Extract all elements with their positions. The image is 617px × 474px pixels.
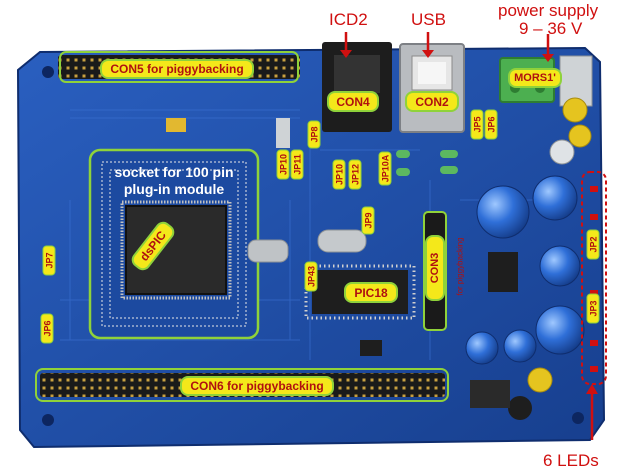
- con3-label: CON3: [425, 235, 445, 301]
- jumper-label-jp10: JP10: [276, 149, 290, 180]
- usb-connector: [399, 43, 465, 133]
- voltage-annotation: 9 – 36 V: [519, 19, 583, 38]
- con2-label: CON2: [405, 91, 459, 112]
- pic18-label: PIC18: [344, 282, 398, 303]
- power-supply-annotation: power supply: [498, 1, 599, 20]
- jumper-label-jp10a: JP10A: [378, 151, 392, 186]
- con5-label: CON5 for piggybacking: [100, 59, 254, 79]
- jumper-label-jp6: JP6: [484, 109, 498, 140]
- jumper-label-jp6b: JP6: [40, 313, 54, 344]
- leds-annotation: 6 LEDs: [543, 451, 599, 470]
- icd2-connector: [322, 42, 392, 132]
- mors-label: MORS1': [508, 68, 562, 88]
- con3-sublabel: for piggybacking: [455, 237, 465, 296]
- jumper-label-jp11: JP11: [290, 149, 304, 180]
- jumper-label-jp2: JP2: [586, 229, 600, 260]
- small-components: [166, 118, 518, 408]
- con4-label: CON4: [327, 91, 379, 112]
- jumper-label-jp8: JP8: [307, 120, 321, 149]
- jumper-label-jp9: JP9: [361, 206, 375, 235]
- pcb-board: [16, 46, 606, 449]
- jumper-label-jp43: JP43: [304, 261, 318, 292]
- capacitors: [465, 97, 592, 420]
- annotation-arrows: [340, 32, 598, 440]
- socket-label-line2: plug-in module: [123, 181, 225, 197]
- socket-label-line1: socket for 100 pin: [114, 164, 234, 180]
- jumper-label-jp12: JP12: [348, 159, 362, 190]
- usb-annotation: USB: [411, 10, 446, 29]
- jumper-label-jp10b: JP10: [332, 159, 346, 190]
- jumper-label-jp7: JP7: [42, 245, 56, 276]
- icd2-annotation: ICD2: [329, 10, 368, 29]
- crystal: [247, 229, 367, 263]
- jumper-label-jp5: JP5: [470, 109, 484, 140]
- jumper-label-jp3: JP3: [586, 293, 600, 324]
- con6-label: CON6 for piggybacking: [180, 376, 334, 396]
